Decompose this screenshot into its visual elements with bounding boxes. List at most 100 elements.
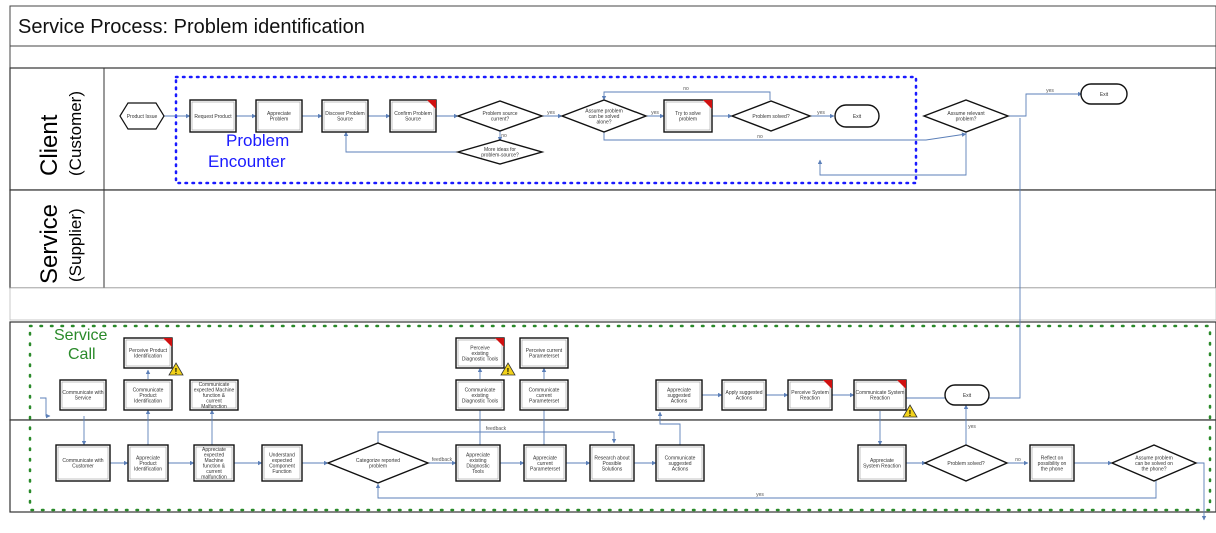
- product-issue-start[interactable]: Product Issue: [119, 102, 165, 130]
- request-product-label: Request Product: [194, 114, 232, 120]
- edge-label-feedback: feedback: [432, 457, 453, 463]
- edge-label-feedback: feedback: [486, 426, 507, 432]
- problem-solved-bottom-decision[interactable]: Problem solved?: [923, 444, 1009, 482]
- exit-top-1-label: Exit: [853, 114, 862, 120]
- warning-mark: !: [909, 409, 912, 418]
- edge-relevant-to-call: [879, 118, 1021, 401]
- edge-relevant-back: [817, 132, 967, 176]
- problem-encounter-label-2: Encounter: [208, 152, 286, 171]
- exit-top-1-terminal[interactable]: Exit: [834, 104, 880, 128]
- service-call-region: [28, 324, 1212, 512]
- flag-marker: [897, 380, 906, 389]
- request-product-box[interactable]: Request Product: [189, 99, 237, 133]
- edge-label-yes-4: yes: [1046, 88, 1054, 94]
- problem-solved-top-label: Problem solved?: [752, 114, 789, 120]
- edge-label-yes-3: yes: [817, 110, 825, 116]
- title-bar: [9, 5, 1216, 47]
- header-spacer: [9, 45, 1216, 69]
- warning-mark: !: [175, 367, 178, 376]
- edge-label-yes-5: yes: [968, 424, 976, 430]
- edge-relevant-exit: [1008, 91, 1083, 117]
- service-call-label-2: Call: [68, 346, 96, 363]
- page-title: Service Process: Problem identification: [18, 16, 365, 38]
- lane-client-sublabel: (Customer): [66, 90, 85, 176]
- warning-icon: [168, 362, 184, 376]
- edge-call-start: [40, 397, 51, 419]
- service-call-label-1: Service: [54, 327, 108, 344]
- exit-mid-terminal[interactable]: Exit: [944, 384, 990, 406]
- edge-categorize-research: [377, 431, 617, 444]
- edge-communicate-appsugg: [657, 411, 681, 445]
- problem-solved-top-decision[interactable]: Problem solved?: [730, 100, 812, 132]
- edge-label-yes-1: yes: [547, 110, 555, 116]
- exit-mid-label: Exit: [963, 393, 972, 399]
- warning-icon: [902, 404, 918, 418]
- exit-top-2-terminal[interactable]: Exit: [1080, 83, 1128, 105]
- problem-encounter-label-1: Problem: [226, 131, 290, 150]
- edge-solved-retry: [601, 91, 771, 101]
- flag-marker: [427, 100, 436, 109]
- edge-label-yes-4: yes: [756, 492, 764, 498]
- warning-mark: !: [507, 367, 510, 376]
